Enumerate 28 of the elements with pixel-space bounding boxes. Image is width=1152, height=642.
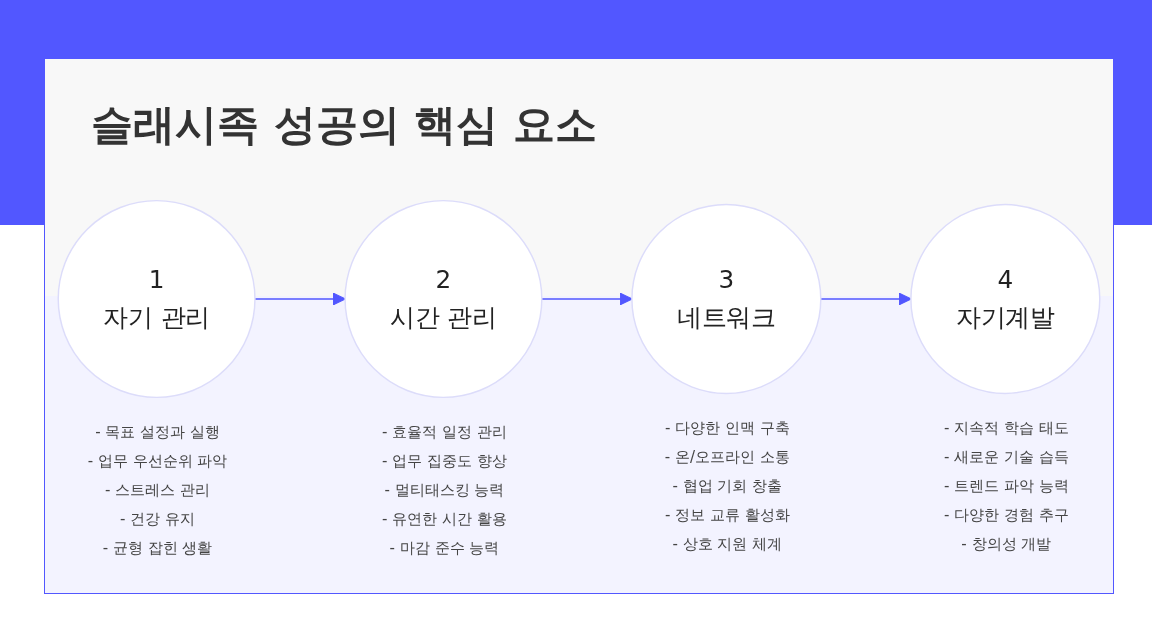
- bullet-item: - 업무 우선순위 파악: [87, 451, 228, 473]
- bullet-item: - 새로운 기술 습득: [943, 447, 1069, 469]
- bullet-item: - 협업 기회 창출: [672, 476, 783, 498]
- bullet-item: - 건강 유지: [120, 509, 196, 531]
- arrow: [541, 292, 633, 306]
- bullet-item: - 다양한 경험 추구: [943, 505, 1069, 527]
- step-label: 4 자기계발: [955, 263, 1055, 333]
- step-label: 1 자기 관리: [103, 263, 210, 333]
- bullet-item: - 효율적 일정 관리: [382, 422, 507, 444]
- step-label: 2 시간 관리: [390, 263, 497, 333]
- bullet-item: - 다양한 인맥 구축: [665, 418, 790, 440]
- bullet-item: - 상호 지원 체계: [672, 534, 783, 556]
- bullet-item: - 유연한 시간 활용: [382, 509, 507, 531]
- arrow: [254, 292, 346, 306]
- bullet-item: - 트렌드 파악 능력: [943, 476, 1069, 498]
- bullet-item: - 마감 준수 능력: [389, 538, 500, 560]
- bullet-item: - 멀티태스킹 능력: [384, 480, 505, 502]
- step-label: 3 네트워크: [676, 263, 776, 333]
- bullet-item: - 스트레스 관리: [105, 480, 211, 502]
- bullet-item: - 온/오프라인 소통: [664, 447, 790, 469]
- bullet-item: - 목표 설정과 실행: [95, 422, 220, 444]
- title: 슬래시족 성공의 핵심 요소: [91, 99, 597, 151]
- bullet-item: - 업무 집중도 향상: [382, 451, 507, 473]
- bullet-item: - 창의성 개발: [961, 534, 1052, 556]
- bullet-item: - 균형 잡힌 생활: [102, 538, 213, 560]
- bullet-item: - 지속적 학습 태도: [943, 418, 1069, 440]
- arrow: [820, 292, 912, 306]
- bullet-item: - 정보 교류 활성화: [665, 505, 790, 527]
